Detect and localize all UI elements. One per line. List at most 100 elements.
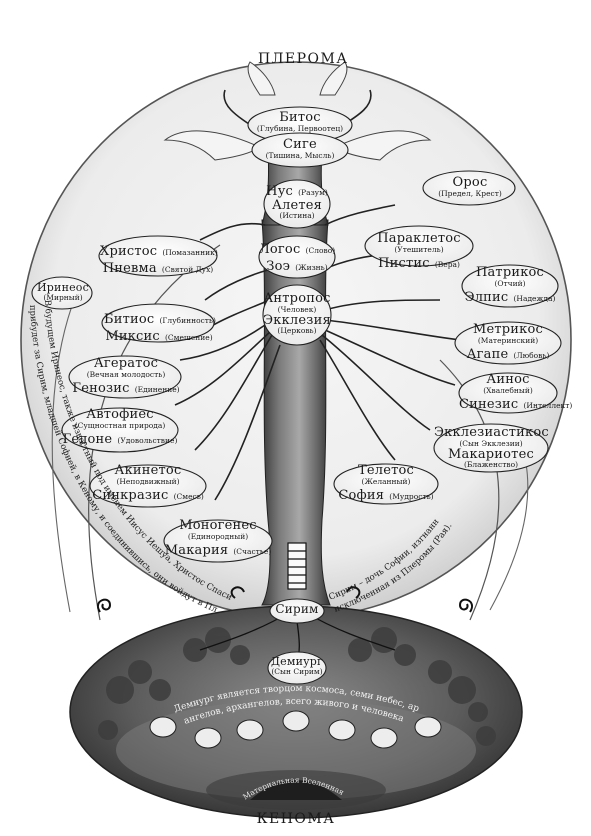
node-antropos-sub: (Человек) [277,304,317,314]
node-sige: Сиге (Тишина, Мысль) [252,138,348,160]
node-logos-name: Логос [258,242,301,257]
node-bitos: Битос (Глубина, Первоотец) [248,111,352,133]
node-ageratos-sub: (Вечная молодость) [86,369,166,379]
oval-avtofies [61,407,179,453]
node-agape-name: Агапе [466,346,509,362]
oval-oros [422,170,516,206]
node-genozis-name: Генозис [72,380,130,396]
node-oros: Орос (Предел, Крест) [425,176,515,198]
node-ageratos-name: Агератос [93,356,159,371]
node-akinetos: Акинетос (Неподвижный) Синкразис (Смесь) [90,464,206,502]
node-nus-name: Нус [266,184,294,199]
node-patrikos-name: Патрикос [475,265,545,280]
oval-sige [251,132,349,168]
oval-parakletos [364,225,474,267]
node-ageratos: Агератос (Вечная молодость) Генозис (Еди… [70,357,182,395]
oval-christos [98,235,218,277]
oval-akinetos [89,464,207,508]
node-pistis-name: Пистис [378,255,430,271]
node-sofia-name: София [338,487,385,503]
oval-antropos [262,284,332,346]
node-sinkrazis-sub: (Смесь) [173,491,204,501]
node-sinezis-name: Синезис [459,396,519,412]
wings-icon [163,61,432,161]
node-zoe-name: Зоэ [266,258,291,274]
node-makaria-name: Макария [164,542,229,558]
node-makaria-sub: (Счастье) [233,546,272,556]
node-metrikos: Метрикос (Материнский) Агапе (Любовь) [455,323,561,361]
node-ainos-sub: (Хвалебный) [483,385,533,395]
node-parakletos-name: Параклетос [377,231,461,246]
node-sirim: Сирим [270,603,324,616]
node-metrikos-sub: (Материнский) [477,335,539,345]
node-patrikos-sub: (Отчий) [494,278,526,288]
node-christos-sub: (Помазанник) [162,248,218,257]
node-demiurg-name: Демиург [270,655,324,668]
oval-ainos [458,372,558,414]
node-sige-sub: (Тишина, Мысль) [265,150,335,160]
node-pnevma-sub: (Святой Дух) [161,264,214,274]
oval-ekklesiastikos [433,423,549,473]
oval-irineos [31,276,93,310]
oval-ageratos [68,355,182,399]
node-logos-sub: (Слово) [305,246,336,255]
oval-bitios [101,303,215,343]
node-pnevma-name: Пневма [102,260,157,276]
tree-branches [174,89,461,501]
node-nus: Нус (Разум) Алетея (Истина) [262,182,332,220]
node-akinetos-sub: (Неподвижный) [116,476,180,486]
node-ekklesiastikos-sub: (Сын Экклезии) [459,438,523,448]
node-avtofies-sub: (Сущностная природа) [74,420,166,430]
node-parakletos: Параклетос (Утешитель) Пистис (Вера) [365,232,473,270]
pleroma-title: ПЛЕРОМА [258,51,349,67]
node-miksis-name: Миксис [105,328,160,344]
node-oros-sub: (Предел, Крест) [438,188,502,198]
node-genozis-sub: (Единение) [134,384,180,394]
node-miksis-sub: (Смешение) [164,332,213,342]
node-nus-sub: (Разум) [298,188,328,197]
node-elpis-name: Элпис [464,289,509,305]
node-irineos-name: Иринеос [37,281,89,294]
node-gedone-sub: (Удовольствие) [117,435,178,445]
node-bitios-name: Битиос [104,312,155,327]
node-sofia-sub: (Мудрость) [389,491,434,501]
node-ekklezia-sub: (Церковь) [277,326,317,336]
node-sinkrazis-name: Синкразис [92,487,169,503]
node-aleteia-name: Алетея [271,197,323,213]
node-ekklesiastikos-name: Экклезиастикос [434,425,549,440]
node-patrikos: Патрикос (Отчий) Элпис (Надежда) [462,266,558,304]
node-makariotes-name: Макариотес [448,446,534,462]
oval-metrikos [454,321,562,365]
node-ainos: Аинос (Хвалебный) Синезис (Интеллект) [459,373,572,412]
node-bitos-sub: (Глубина, Первоотец) [256,123,344,133]
node-irineos: Иринеос (Мирный) [34,282,92,301]
node-teletos-sub: (Желанный) [361,476,411,486]
node-monogenes-sub: (Единородный) [187,531,249,541]
node-akinetos-name: Акинетос [114,463,182,478]
node-bitios-sub: (Глубинность) [159,316,216,325]
node-demiurg: Демиург (Сын Сирим) [268,656,326,675]
node-metrikos-name: Метрикос [472,322,543,337]
node-ekklesiastikos: Экклезиастикос (Сын Экклезии) Макариотес… [434,425,549,469]
node-sige-name: Сиге [283,137,317,152]
node-teletos: Телетос (Желанный) София (Мудрость) [334,464,438,502]
node-bitos-name: Битос [279,110,321,125]
flourish-ornaments [97,586,473,613]
node-avtofies: Автофиес (Сущностная природа) Гедоне (Уд… [62,408,178,446]
node-irineos-sub: (Мирный) [43,292,83,302]
node-monogenes-name: Моногенес [179,518,257,533]
node-oros-name: Орос [452,175,488,190]
kenoma-trees-icon [98,627,496,746]
node-christos-name: Христос [100,244,158,259]
node-ovals [31,106,562,685]
node-teletos-name: Телетос [357,463,414,478]
node-sinezis-sub: (Интеллект) [523,400,573,410]
oval-logos [258,235,336,279]
node-ekklezia-name: Экклезия [263,312,331,328]
node-antropos: Антропос (Человек) Экклезия (Церковь) [262,292,332,335]
node-monogenes: Моногенес (Единородный) Макария (Счастье… [164,519,272,557]
node-avtofies-name: Автофиес [86,407,154,422]
node-elpis-sub: (Надежда) [513,293,556,303]
node-gedone-name: Гедоне [62,431,113,447]
